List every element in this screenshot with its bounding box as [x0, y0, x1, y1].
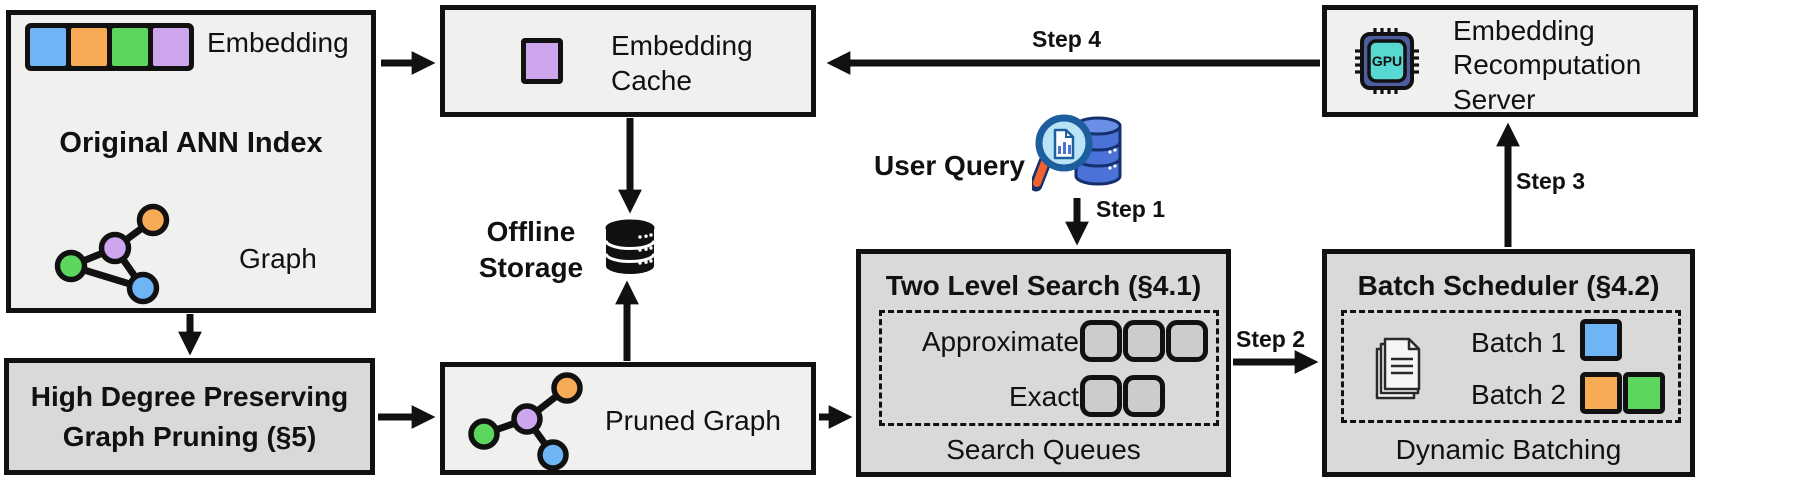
original-ann-index-title: Original ANN Index	[59, 127, 323, 159]
embedding-vector-icon	[25, 23, 194, 71]
dynamic-batching-dashed-box: Batch 1 Batch 2	[1341, 310, 1681, 423]
batch-2-square-orange	[1580, 372, 1622, 414]
queue-slot	[1166, 320, 1208, 362]
server-label-line1: Embedding	[1453, 15, 1595, 46]
two-level-search-title: Two Level Search (§4.1)	[885, 270, 1202, 301]
pruned-graph-label: Pruned Graph	[605, 405, 781, 436]
queue-slot	[1080, 320, 1122, 362]
step-2-label: Step 2	[1236, 326, 1306, 352]
search-queues-footer: Search Queues	[946, 434, 1141, 465]
embedding-cache-label-line1: Embedding	[611, 30, 753, 61]
embedding-square-orange	[71, 28, 107, 66]
batch-2-label: Batch 2	[1471, 379, 1566, 410]
offline-storage-label-line1: Offline	[486, 216, 576, 247]
embedding-label: Embedding	[207, 27, 349, 58]
cached-embedding-square-icon	[521, 38, 563, 84]
batch-1-square-blue	[1580, 319, 1622, 361]
gpu-chip-label: GPU	[1372, 53, 1402, 69]
embedding-square-green	[112, 28, 148, 66]
original-ann-index-box: Embedding Original ANN Index Graph	[6, 10, 376, 313]
two-level-search-box: Two Level Search (§4.1) Approximate Exac…	[856, 249, 1231, 477]
server-label-line2: Recomputation	[1453, 49, 1642, 81]
query-magnifier-database-icon	[1032, 114, 1122, 192]
dynamic-batching-footer: Dynamic Batching	[1395, 434, 1622, 465]
embedding-square-purple	[153, 28, 189, 66]
gpu-chip-icon: GPU	[1355, 28, 1419, 94]
approximate-queue-slots	[1080, 320, 1208, 362]
step-4-label: Step 4	[1032, 26, 1102, 52]
batch-2-square-green	[1623, 372, 1665, 414]
graph-pruning-title-line1: High Degree Preserving	[30, 381, 349, 413]
graph-icon	[54, 203, 170, 305]
graph-label: Graph	[239, 243, 317, 274]
server-label-line3: Server	[1453, 83, 1536, 115]
step-1-label: Step 1	[1096, 196, 1166, 222]
graph-pruning-box: High Degree Preserving Graph Pruning (§5…	[4, 358, 375, 475]
queue-slot	[1123, 320, 1165, 362]
batch-1-label: Batch 1	[1471, 327, 1566, 358]
recomputation-server-box: GPU Embedding Recomputation Server	[1322, 5, 1698, 117]
embedding-square-blue	[30, 28, 66, 66]
batch-scheduler-title: Batch Scheduler (§4.2)	[1357, 270, 1660, 301]
batch-scheduler-box: Batch Scheduler (§4.2) Batch 1 Batch 2	[1322, 249, 1695, 477]
queue-slot	[1080, 375, 1122, 417]
database-icon	[604, 219, 656, 274]
offline-storage-label-line2: Storage	[478, 252, 584, 284]
step-3-label: Step 3	[1516, 168, 1586, 194]
offline-storage-label: Offline Storage	[470, 214, 592, 287]
approximate-queue-label: Approximate	[921, 326, 1079, 357]
embedding-cache-label: Embedding Cache	[611, 28, 753, 98]
queue-slot	[1123, 375, 1165, 417]
exact-queue-label: Exact	[1008, 381, 1079, 412]
exact-queue-slots	[1080, 375, 1165, 417]
user-query-label: User Query	[874, 150, 1025, 181]
search-queues-dashed-box: Approximate Exact	[879, 310, 1219, 426]
pruned-graph-box: Pruned Graph	[440, 362, 816, 475]
embedding-cache-box: Embedding Cache	[440, 5, 816, 117]
documents-icon	[1375, 337, 1421, 400]
embedding-cache-label-line2: Cache	[611, 65, 692, 96]
pruned-graph-icon	[468, 372, 583, 471]
recomputation-server-label: Embedding Recomputation Server	[1453, 14, 1641, 117]
graph-pruning-title-line2: Graph Pruning (§5)	[62, 420, 317, 452]
batch-2-squares	[1580, 372, 1665, 414]
